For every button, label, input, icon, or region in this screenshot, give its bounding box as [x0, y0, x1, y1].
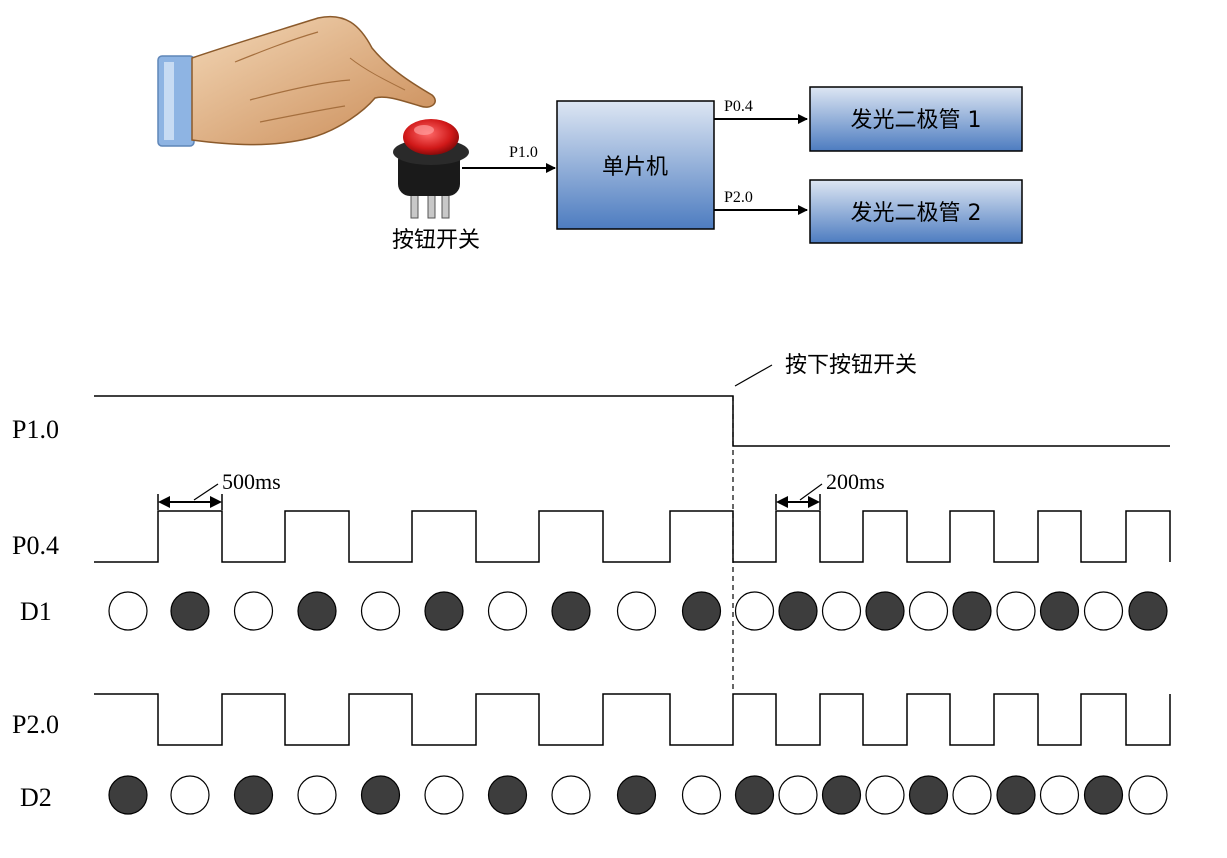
- p20-waveform: [94, 693, 1171, 746]
- d2-led-3-on: [233, 775, 274, 815]
- period-200ms-label: 200ms: [826, 469, 885, 494]
- mcu-box: [556, 100, 715, 230]
- led2-box: [809, 179, 1023, 244]
- hand-icon: [157, 15, 436, 147]
- d2-led-14-off: [865, 775, 905, 815]
- d2-led-10-off: [681, 775, 722, 815]
- led1-box: [809, 86, 1023, 152]
- d1-led-8-on: [551, 591, 591, 631]
- d1-led-16-on: [952, 591, 992, 631]
- d2-led-11-on: [734, 775, 775, 815]
- press-label: 按下按钮开关: [785, 353, 917, 378]
- d1-led-20-on: [1128, 591, 1168, 631]
- row-label-d1: D1: [20, 597, 52, 626]
- d1-led-13-off: [821, 591, 862, 631]
- switch-label: 按钮开关: [392, 228, 480, 253]
- d2-led-2-off: [170, 775, 210, 815]
- d1-led-3-off: [233, 591, 274, 631]
- d1-led-10-on: [681, 591, 722, 631]
- mcu-label: 单片机: [602, 155, 668, 180]
- d2-led-6-off: [424, 775, 464, 815]
- d2-led-15-on: [908, 775, 949, 815]
- period-200ms-dimension: [775, 483, 823, 510]
- timing-section: P1.0 P0.4 D1 P2.0 D2 按下按钮开关 500ms: [12, 353, 1171, 815]
- d2-led-19-on: [1083, 775, 1124, 815]
- d1-led-12-on: [778, 591, 818, 631]
- d1-led-9-off: [616, 591, 657, 631]
- d1-led-15-off: [908, 591, 949, 631]
- row-label-p04: P0.4: [12, 531, 59, 560]
- p10-waveform: [94, 395, 1170, 447]
- d2-led-20-off: [1128, 775, 1168, 815]
- p10-pin-label: P1.0: [509, 144, 538, 161]
- d2-led-9-on: [616, 775, 657, 815]
- p04-waveform: [94, 510, 1171, 563]
- d1-led-6-on: [424, 591, 464, 631]
- period-500ms-label: 500ms: [222, 469, 281, 494]
- d1-led-states: [108, 591, 1168, 631]
- press-leader-line: [734, 364, 773, 387]
- d1-led-19-off: [1083, 591, 1124, 631]
- d1-led-4-on: [297, 591, 337, 631]
- p04-pin-label: P0.4: [724, 98, 753, 115]
- d2-led-states: [108, 775, 1168, 815]
- row-label-p20: P2.0: [12, 710, 59, 739]
- row-label-p10: P1.0: [12, 415, 59, 444]
- push-button-switch-icon: [393, 119, 469, 219]
- row-label-d2: D2: [20, 783, 52, 812]
- d1-led-5-off: [360, 591, 401, 631]
- block-diagram: 按钮开关 P1.0 单片机 P0.4 P2.0 发光二极管 1 发光二极管 2: [157, 15, 1023, 253]
- d2-led-5-on: [360, 775, 401, 815]
- d2-led-1-on: [108, 775, 148, 815]
- p20-pin-label: P2.0: [724, 189, 753, 206]
- d2-led-18-off: [1039, 775, 1080, 815]
- d2-led-7-on: [487, 775, 528, 815]
- led2-label: 发光二极管 2: [851, 201, 982, 226]
- d2-led-4-off: [297, 775, 337, 815]
- d2-led-13-on: [821, 775, 862, 815]
- d1-led-7-off: [487, 591, 528, 631]
- d1-led-14-on: [865, 591, 905, 631]
- d1-led-17-off: [996, 591, 1036, 631]
- d2-led-8-off: [551, 775, 591, 815]
- d1-led-11-off: [734, 591, 775, 631]
- led1-label: 发光二极管 1: [851, 108, 982, 133]
- d2-led-12-off: [778, 775, 818, 815]
- d1-led-1-off: [108, 591, 148, 631]
- d1-led-2-on: [170, 591, 210, 631]
- period-500ms-dimension: [157, 483, 223, 510]
- d2-led-16-off: [952, 775, 992, 815]
- d1-led-18-on: [1039, 591, 1080, 631]
- d2-led-17-on: [996, 775, 1036, 815]
